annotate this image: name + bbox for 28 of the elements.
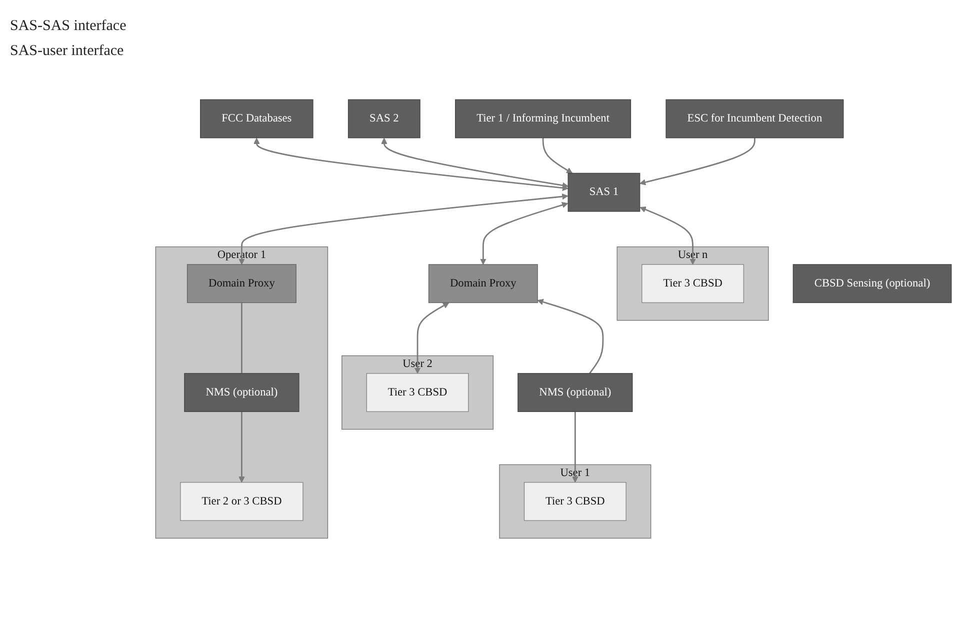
arrow [537, 298, 604, 374]
node-box: NMS (optional) [184, 372, 300, 412]
node-box: FCC Databases [200, 98, 314, 138]
node-box: SAS 1 [568, 172, 640, 212]
arrow [238, 193, 568, 264]
node-box: Domain Proxy [428, 264, 538, 303]
arrow [254, 137, 568, 191]
node-box: Tier 3 CBSD [642, 264, 744, 303]
node-box: SAS 2 [348, 98, 420, 138]
node-box: Tier 2 or 3 CBSD [180, 482, 304, 520]
arrow [640, 206, 696, 264]
arrow [542, 137, 573, 174]
arrow [381, 137, 568, 188]
arrow [640, 137, 756, 185]
arrow [238, 411, 245, 482]
arrow [480, 202, 568, 264]
interface-label: SAS-SAS interface [10, 18, 128, 35]
node-box: Tier 1 / Informing Incumbent [455, 98, 632, 138]
node-box: NMS (optional) [518, 372, 633, 412]
node-box: Tier 3 CBSD [524, 482, 626, 520]
arrow [414, 302, 450, 374]
node-box: CBSD Sensing (optional) [792, 264, 952, 303]
node-box: Tier 3 CBSD [366, 372, 469, 412]
node-box: ESC for Incumbent Detection [666, 98, 844, 138]
arrow [572, 411, 578, 482]
connector [240, 302, 242, 373]
interface-label: SAS-user interface [10, 43, 125, 60]
node-box: Domain Proxy [186, 264, 296, 303]
